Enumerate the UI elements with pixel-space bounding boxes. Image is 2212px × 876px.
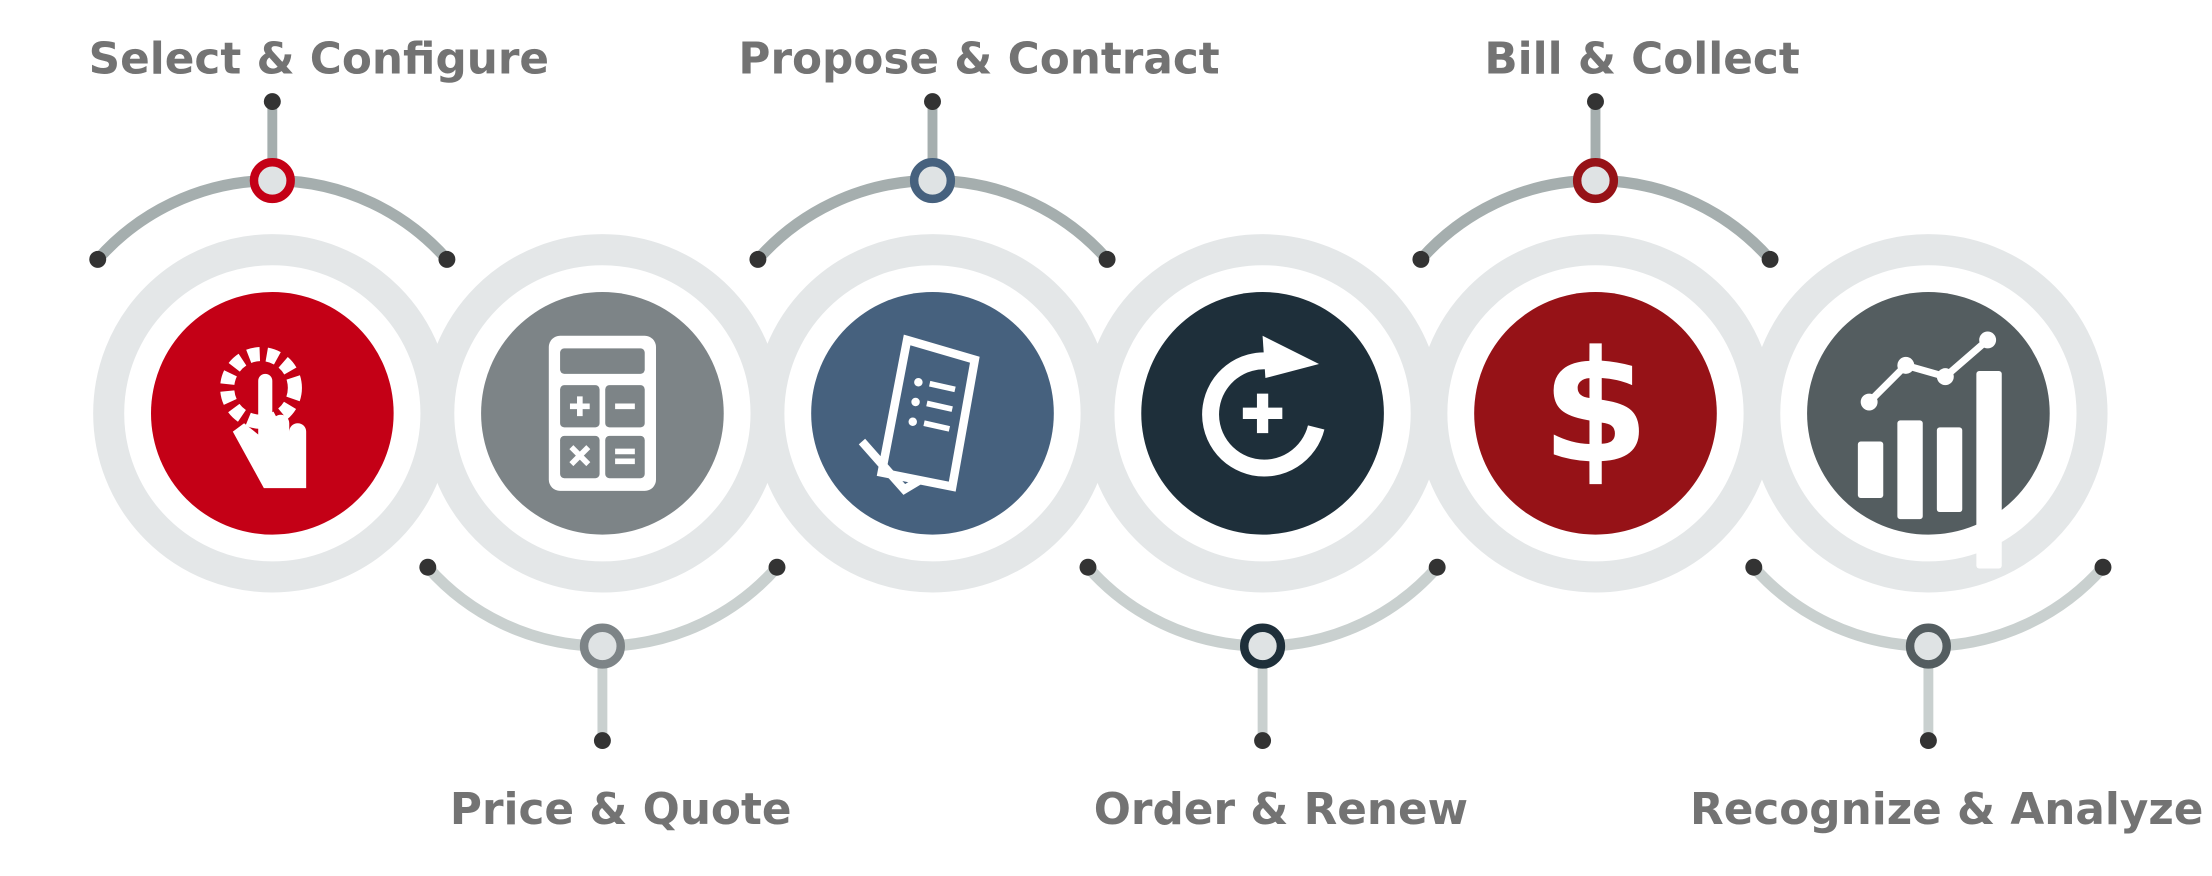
- connector-node: [579, 623, 625, 669]
- arc-end-dot: [2094, 558, 2112, 576]
- stage-label: Recognize & Analyze: [1690, 784, 2203, 835]
- arc-end-dot: [749, 250, 767, 268]
- arc-end-dot: [1098, 250, 1116, 268]
- stage-label: Price & Quote: [450, 784, 792, 835]
- arc-end-dot: [1761, 250, 1779, 268]
- stem-end-dot: [1587, 93, 1604, 111]
- stage-label: Order & Renew: [1094, 784, 1468, 835]
- stage-1: Select & Configure: [89, 33, 549, 535]
- contract-document-icon: [858, 334, 980, 495]
- stage-circle[interactable]: [1807, 292, 2050, 535]
- stem-end-dot: [593, 732, 611, 750]
- connector-node: [1240, 623, 1286, 669]
- stage-label: Propose & Contract: [738, 33, 1219, 84]
- stage-label: Bill & Collect: [1484, 33, 1799, 84]
- arc-end-dot: [768, 558, 786, 576]
- arc-end-dot: [1745, 558, 1763, 576]
- arc-end-dot: [438, 250, 456, 268]
- outer-ring: [1749, 234, 2108, 593]
- arc-end-dot: [1079, 558, 1097, 576]
- svg-text:$: $: [1542, 317, 1650, 498]
- stem-end-dot: [1254, 732, 1272, 750]
- renew-plus-icon: [1202, 335, 1325, 477]
- connector-node: [249, 157, 295, 204]
- arc-end-dot: [1428, 558, 1446, 576]
- connector-node: [1905, 623, 1951, 669]
- stem-end-dot: [263, 93, 281, 111]
- gear-hand-icon: [220, 347, 307, 489]
- stage-3: Propose & Contract: [738, 33, 1220, 535]
- stage-circle[interactable]: [811, 292, 1054, 535]
- calculator-icon: [548, 335, 657, 491]
- bar-chart-trend-icon: [1857, 331, 2002, 569]
- stage-5: $ Bill & Collect: [1412, 33, 1800, 535]
- stem-end-dot: [1919, 732, 1937, 750]
- stage-label: Select & Configure: [89, 33, 549, 84]
- dollar-icon: $: [1542, 317, 1650, 498]
- arc-end-dot: [1412, 250, 1430, 268]
- stage-2: Price & Quote: [419, 292, 792, 835]
- connector-node: [909, 157, 956, 204]
- stem-end-dot: [924, 93, 941, 111]
- connector-node: [1572, 157, 1619, 204]
- arc-end-dot: [419, 558, 437, 576]
- stage-circle[interactable]: [1474, 292, 1717, 535]
- stage-4: Order & Renew: [1079, 292, 1468, 835]
- stage-6: Recognize & Analyze: [1690, 292, 2203, 835]
- arc-end-dot: [89, 250, 107, 268]
